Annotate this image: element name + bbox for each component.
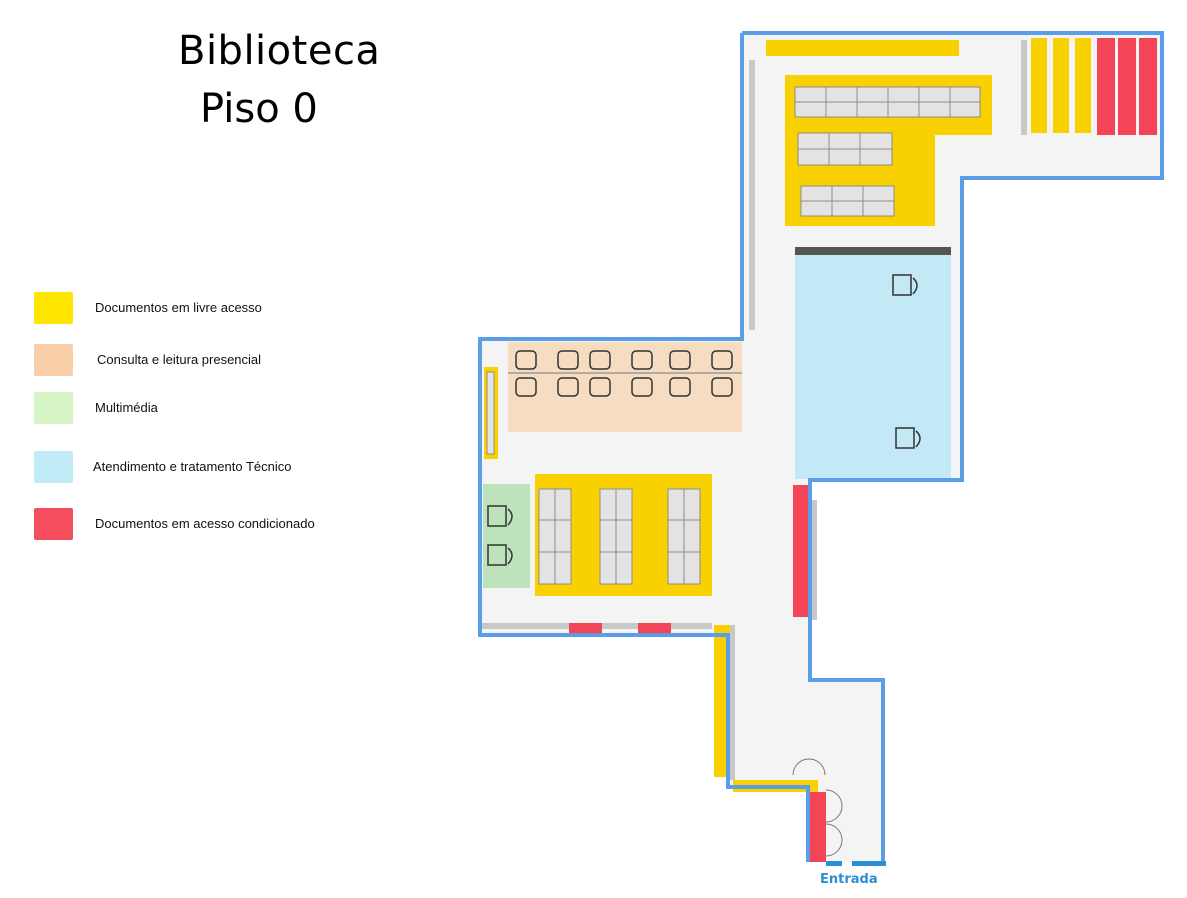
multimedia-area — [483, 484, 530, 588]
shelving-units — [486, 86, 981, 585]
entrance-marker — [852, 861, 886, 866]
entrance-label: Entrada — [820, 872, 878, 887]
outer-walls-west — [478, 33, 810, 862]
reading-seats — [508, 350, 742, 397]
service-area — [795, 255, 951, 479]
conditional-access-areas — [569, 38, 1157, 862]
legend-label-service: Atendimento e tratamento Técnico — [93, 459, 292, 474]
legend-label-conditional-access: Documentos em acesso condicionado — [95, 516, 315, 531]
reading-area — [508, 342, 742, 432]
page-title: Biblioteca — [178, 28, 381, 74]
service-area-top-wall — [795, 247, 951, 255]
legend-swatch-multimedia — [34, 392, 73, 424]
workstations — [487, 274, 921, 566]
legend-label-free-access: Documentos em livre acesso — [95, 300, 262, 315]
legend-swatch-service — [34, 451, 73, 483]
legend-swatch-conditional-access — [34, 508, 73, 540]
outer-walls — [742, 31, 1164, 862]
entrance-doors — [792, 758, 843, 857]
floor-subtitle: Piso 0 — [200, 86, 318, 132]
legend-label-multimedia: Multimédia — [95, 400, 158, 415]
legend-label-reading: Consulta e leitura presencial — [97, 352, 262, 367]
entrance-marker-left — [826, 861, 842, 866]
legend-swatch-reading — [34, 344, 73, 376]
legend-swatch-free-access — [34, 292, 73, 324]
